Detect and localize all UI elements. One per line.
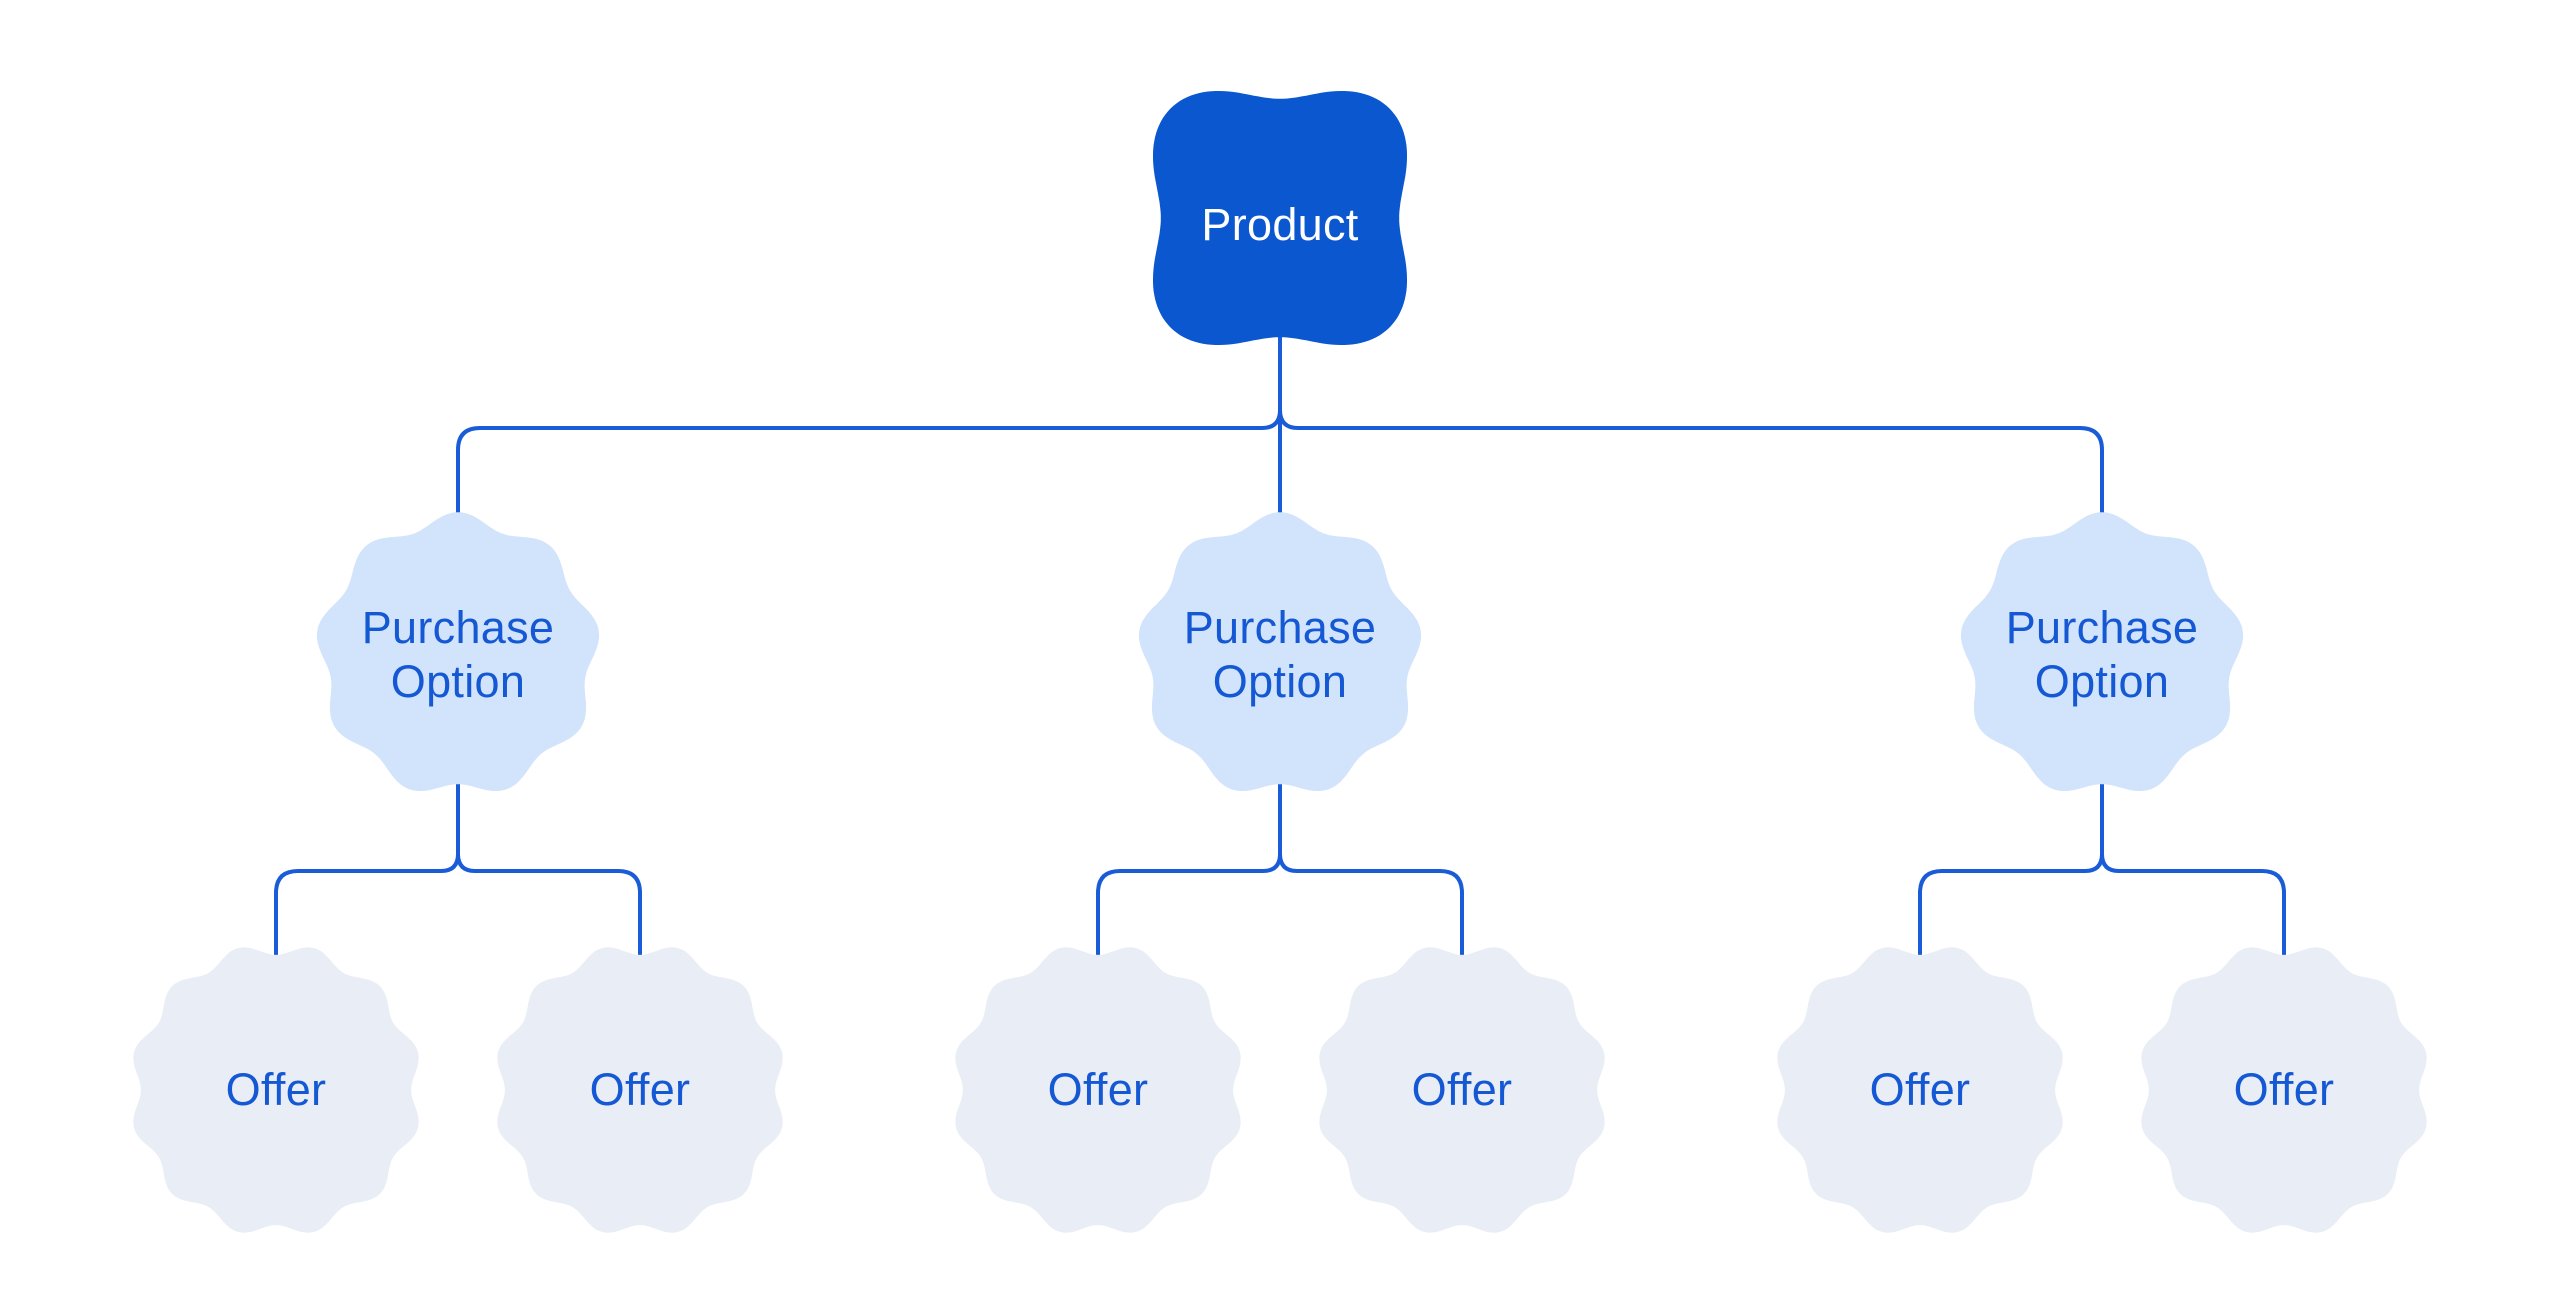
offer-label: Offer	[1048, 1064, 1149, 1115]
offer-label: Offer	[2234, 1064, 2335, 1115]
product-blob-icon	[1153, 91, 1407, 345]
offer-blob-icon	[1777, 947, 2063, 1233]
product-node: Product	[1153, 91, 1407, 345]
product-label: Product	[1201, 199, 1358, 250]
offer-label: Offer	[1412, 1064, 1513, 1115]
offer-label: Offer	[1870, 1064, 1971, 1115]
connector-product-to-left	[456, 408, 1282, 518]
connector-po1-to-offer1	[274, 781, 460, 956]
connector-po3-to-offer2	[2100, 781, 2286, 956]
connector-po2-to-offer1	[1096, 781, 1282, 956]
purchase-option-blob-icon	[1960, 512, 2244, 791]
connector-product-to-right	[1278, 408, 2104, 518]
connector-po1-to-offer2	[456, 781, 642, 956]
offer-blob-icon	[955, 947, 1241, 1233]
purchase-option-node: Purchase Option	[1138, 512, 1422, 791]
purchase-option-label-line2: Option	[391, 656, 525, 707]
purchase-option-blob-icon	[1138, 512, 1422, 791]
offer-node: Offer	[1319, 947, 1605, 1233]
connector-po2-to-offer2	[1278, 781, 1464, 956]
purchase-option-label-line1: Purchase	[1184, 602, 1377, 653]
purchase-option-node: Purchase Option	[1960, 512, 2244, 791]
offer-blob-icon	[497, 947, 783, 1233]
connector-po3-to-offer1	[1918, 781, 2104, 956]
offer-node: Offer	[2141, 947, 2427, 1233]
purchase-option-blob-icon	[316, 512, 600, 791]
purchase-option-label-line1: Purchase	[362, 602, 555, 653]
purchase-option-label-line2: Option	[2035, 656, 2169, 707]
offer-blob-icon	[2141, 947, 2427, 1233]
offer-node: Offer	[133, 947, 419, 1233]
offer-node: Offer	[955, 947, 1241, 1233]
connector-lines	[274, 328, 2286, 956]
offer-blob-icon	[1319, 947, 1605, 1233]
offer-label: Offer	[590, 1064, 691, 1115]
offer-blob-icon	[133, 947, 419, 1233]
offer-node: Offer	[1777, 947, 2063, 1233]
offer-label: Offer	[226, 1064, 327, 1115]
purchase-option-node: Purchase Option	[316, 512, 600, 791]
purchase-option-label-line2: Option	[1213, 656, 1347, 707]
offer-node: Offer	[497, 947, 783, 1233]
purchase-option-label-line1: Purchase	[2006, 602, 2199, 653]
